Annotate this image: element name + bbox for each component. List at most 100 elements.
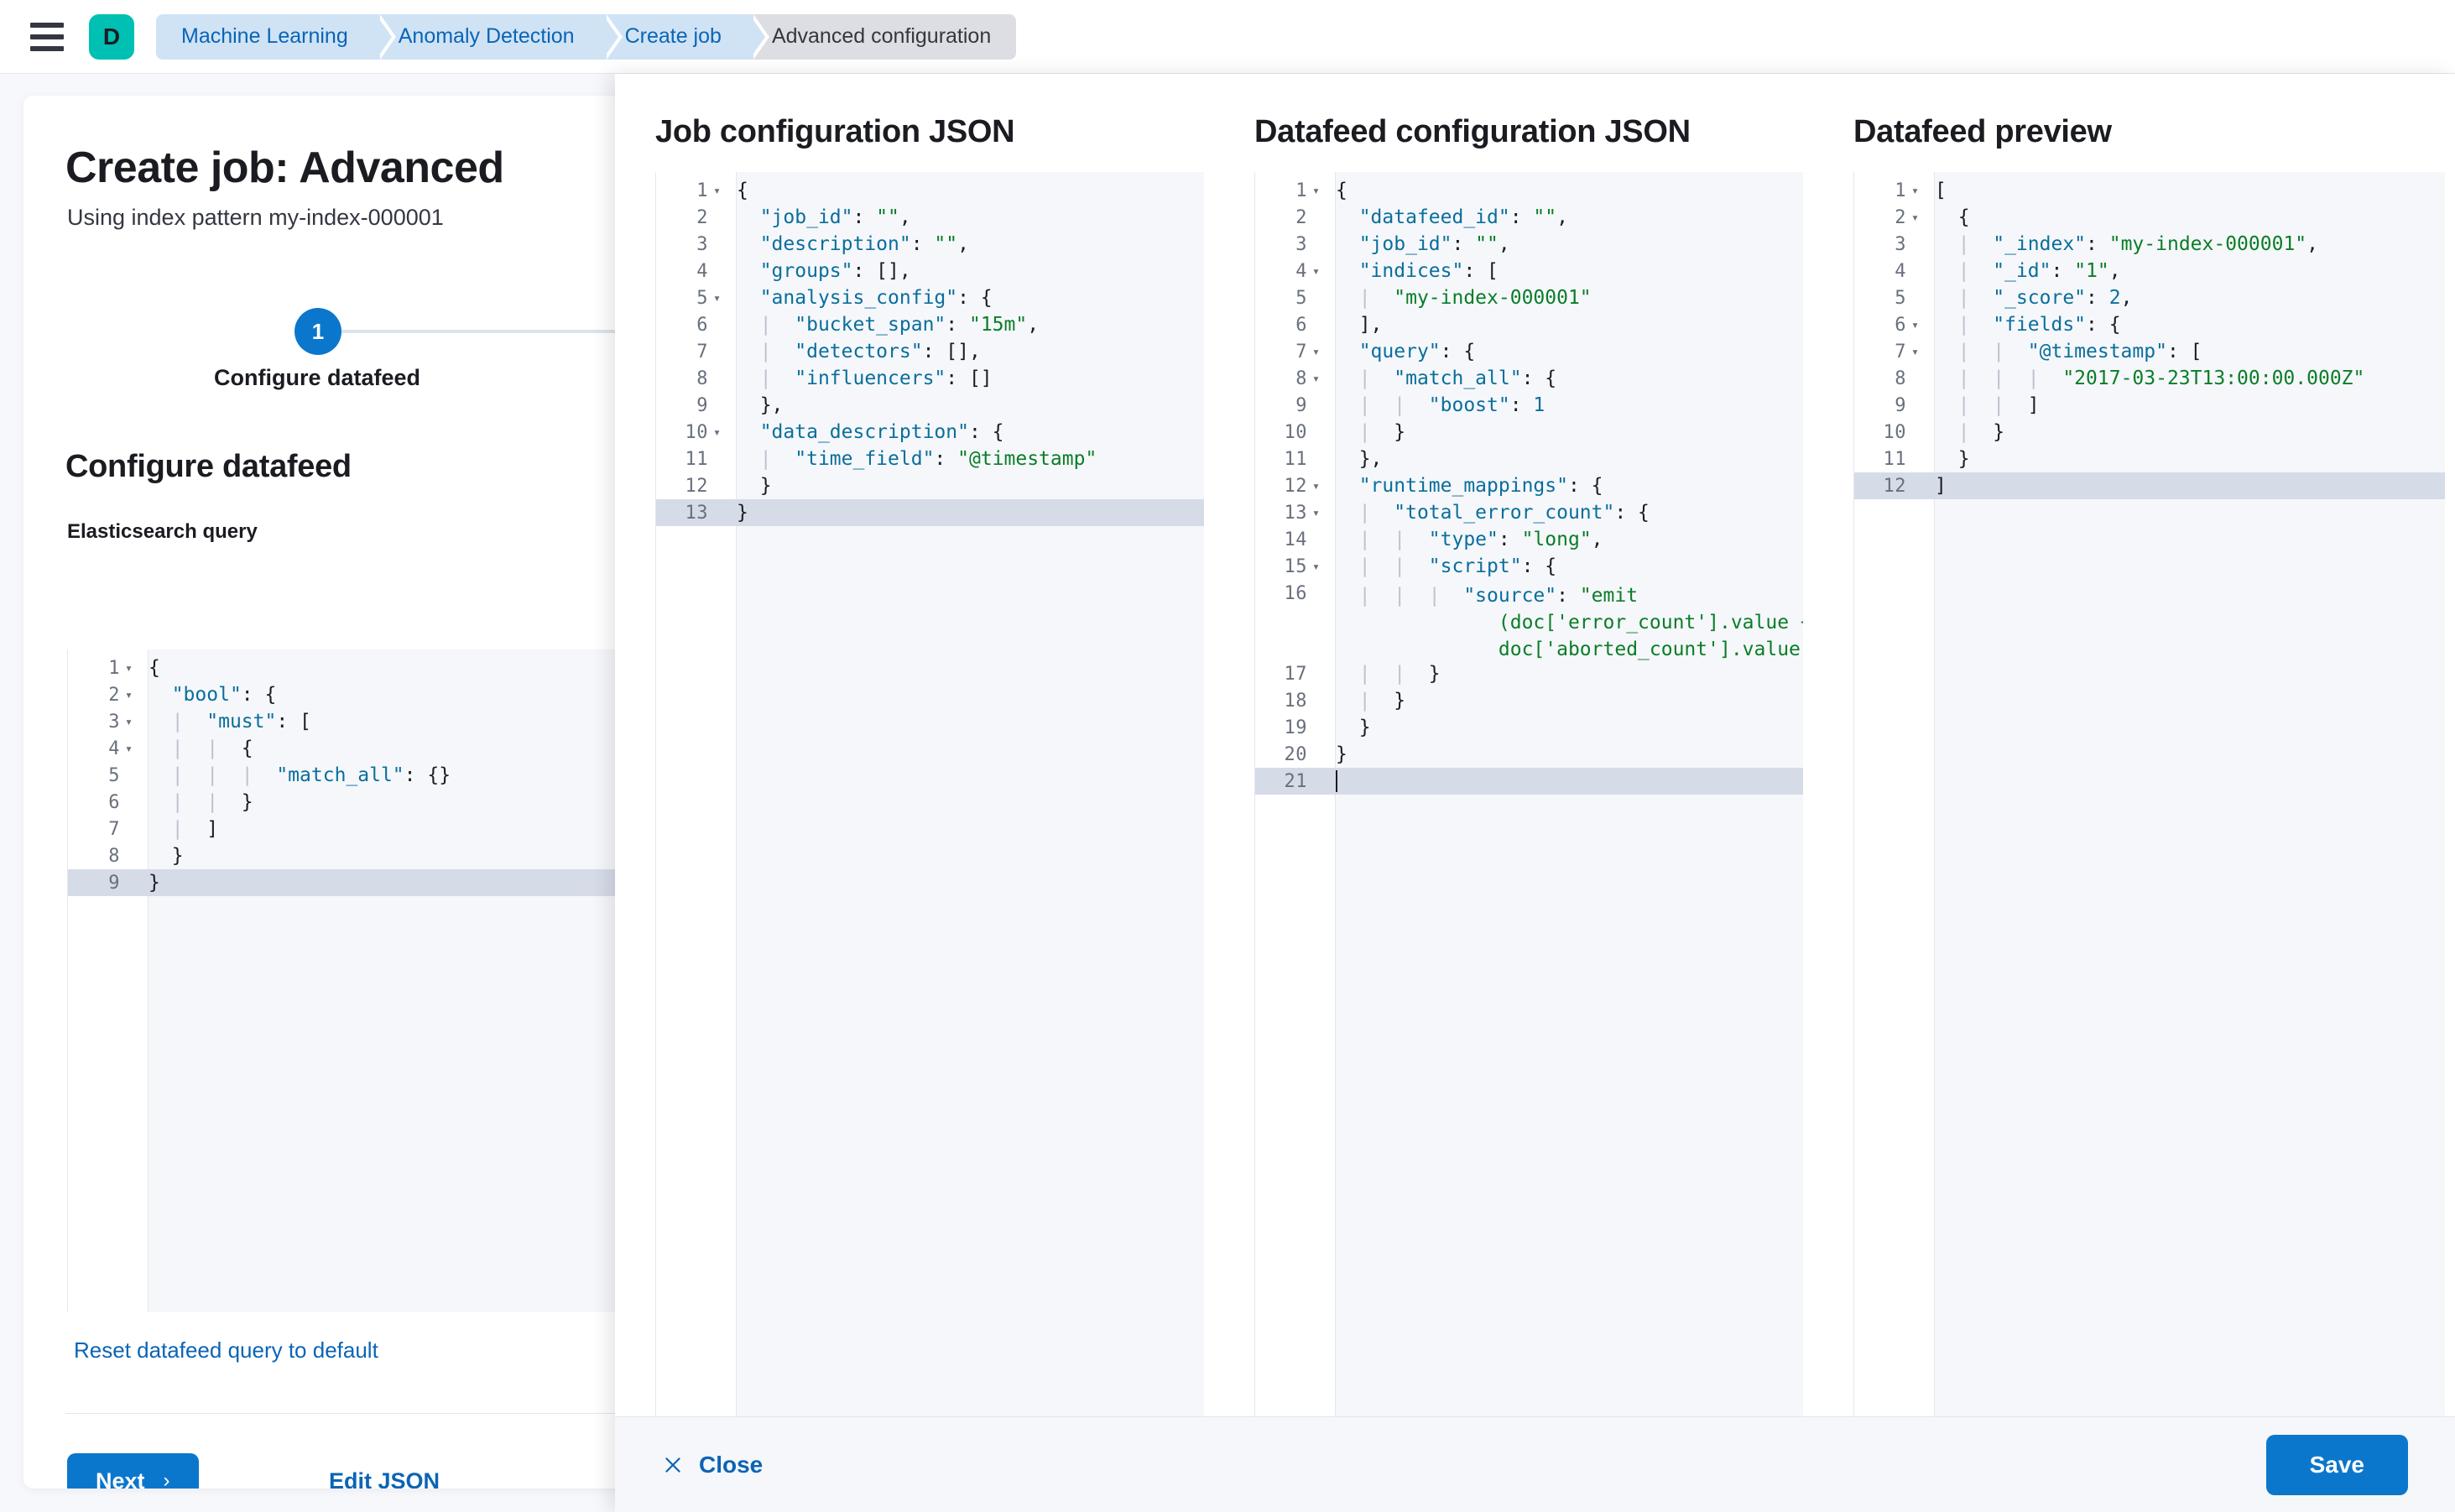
breadcrumb-item-anomaly-detection[interactable]: Anomaly Detection [377, 14, 603, 60]
code-text: "query": { [1336, 341, 1475, 362]
code-text: | | "@timestamp": [ [1935, 341, 2202, 362]
code-line: 16 | | | "source": "emit (doc['error_cou… [1255, 580, 1803, 660]
code-text: } [1336, 743, 1347, 765]
line-number: 6 [656, 315, 708, 336]
code-line: 4 | "_id": "1", [1854, 258, 2445, 284]
code-text: | "fields": { [1935, 314, 2121, 336]
code-line: 12▾ "runtime_mappings": { [1255, 472, 1803, 499]
code-line: 19 } [1255, 714, 1803, 741]
next-button[interactable]: Next › [67, 1453, 199, 1489]
save-button[interactable]: Save [2266, 1435, 2408, 1495]
line-number: 17 [1255, 664, 1307, 685]
line-number: 5 [656, 288, 708, 309]
fold-arrow-icon[interactable]: ▾ [1307, 505, 1336, 520]
code-line: 9 | | ] [1854, 392, 2445, 419]
code-line: 17 | | } [1255, 660, 1803, 687]
fold-arrow-icon[interactable]: ▾ [1307, 478, 1336, 493]
fold-arrow-icon[interactable]: ▾ [708, 290, 737, 305]
line-number: 2 [656, 207, 708, 228]
line-number: 12 [1854, 476, 1906, 497]
code-text: { [737, 180, 748, 201]
line-number: 4 [656, 261, 708, 282]
code-line: 4▾ "indices": [ [1255, 258, 1803, 284]
line-number: 13 [1255, 503, 1307, 524]
line-number: 8 [68, 846, 120, 867]
code-text: }, [1336, 448, 1382, 470]
fold-arrow-icon[interactable]: ▾ [1307, 371, 1336, 386]
fold-arrow-icon[interactable]: ▾ [1307, 559, 1336, 574]
job-configuration-column: Job configuration JSON 1▾{2 "job_id": ""… [615, 104, 1214, 1416]
hamburger-menu-icon[interactable] [30, 23, 64, 51]
fold-arrow-icon[interactable]: ▾ [1307, 183, 1336, 198]
line-number: 9 [1854, 395, 1906, 416]
breadcrumb: Machine LearningAnomaly DetectionCreate … [156, 14, 1016, 60]
close-button[interactable]: Close [662, 1452, 763, 1478]
code-text: } [737, 475, 772, 497]
line-number: 11 [1255, 449, 1307, 470]
chevron-right-icon: › [164, 1469, 170, 1489]
code-text: | "_score": 2, [1935, 287, 2132, 309]
line-number: 4 [1854, 261, 1906, 282]
edit-json-link[interactable]: Edit JSON [329, 1468, 440, 1489]
datafeed-configuration-title: Datafeed configuration JSON [1254, 114, 1803, 150]
job-configuration-title: Job configuration JSON [655, 114, 1204, 150]
fold-arrow-icon[interactable]: ▾ [708, 425, 737, 440]
fold-arrow-icon[interactable]: ▾ [1906, 210, 1935, 225]
code-text: | | | "match_all": {} [149, 764, 451, 786]
editor-rows: 1▾{2 "job_id": "",3 "description": "",4 … [656, 172, 1204, 526]
space-avatar[interactable]: D [89, 14, 134, 60]
code-line: 20} [1255, 741, 1803, 768]
line-number: 2 [1854, 207, 1906, 228]
fold-arrow-icon[interactable]: ▾ [1307, 263, 1336, 279]
datafeed-preview-editor[interactable]: 1▾[2▾ {3 | "_index": "my-index-000001",4… [1853, 172, 2445, 1416]
code-line: 5▾ "analysis_config": { [656, 284, 1204, 311]
breadcrumb-item-machine-learning[interactable]: Machine Learning [156, 14, 377, 60]
code-line: 10▾ "data_description": { [656, 419, 1204, 446]
line-number: 12 [656, 476, 708, 497]
code-line: 11 | "time_field": "@timestamp" [656, 446, 1204, 472]
step-number-badge[interactable]: 1 [294, 308, 341, 355]
reset-datafeed-query-link[interactable]: Reset datafeed query to default [74, 1337, 378, 1363]
line-number: 15 [1255, 556, 1307, 577]
line-number: 8 [1854, 368, 1906, 389]
fold-arrow-icon[interactable]: ▾ [120, 687, 149, 702]
code-line: 2▾ { [1854, 204, 2445, 231]
line-number: 14 [1255, 529, 1307, 550]
code-line: 3 | "_index": "my-index-000001", [1854, 231, 2445, 258]
fold-arrow-icon[interactable]: ▾ [120, 660, 149, 675]
code-text: { [1336, 180, 1347, 201]
line-number: 1 [1854, 180, 1906, 201]
step-label: Configure datafeed [23, 365, 611, 391]
job-configuration-editor[interactable]: 1▾{2 "job_id": "",3 "description": "",4 … [655, 172, 1204, 1416]
line-number: 10 [656, 422, 708, 443]
fold-arrow-icon[interactable]: ▾ [708, 183, 737, 198]
code-text: } [737, 502, 748, 524]
code-text: "groups": [], [737, 260, 911, 282]
datafeed-configuration-column: Datafeed configuration JSON 1▾{2 "datafe… [1214, 104, 1813, 1416]
fold-arrow-icon[interactable]: ▾ [1906, 317, 1935, 332]
code-line: 3 "job_id": "", [1255, 231, 1803, 258]
hamburger-bar [30, 46, 64, 51]
fold-arrow-icon[interactable]: ▾ [120, 741, 149, 756]
code-text: | } [1336, 421, 1405, 443]
line-number: 3 [1255, 234, 1307, 255]
datafeed-configuration-editor[interactable]: 1▾{2 "datafeed_id": "",3 "job_id": "",4▾… [1254, 172, 1803, 1416]
fold-arrow-icon[interactable]: ▾ [1307, 344, 1336, 359]
fold-arrow-icon[interactable]: ▾ [120, 714, 149, 729]
code-line: 7▾ "query": { [1255, 338, 1803, 365]
fold-arrow-icon[interactable]: ▾ [1906, 344, 1935, 359]
line-number: 12 [1255, 476, 1307, 497]
code-line: 14 | | "type": "long", [1255, 526, 1803, 553]
line-number: 1 [1255, 180, 1307, 201]
fold-arrow-icon[interactable]: ▾ [1906, 183, 1935, 198]
code-text: ], [1336, 314, 1382, 336]
code-line: 21 [1255, 768, 1803, 795]
line-number: 19 [1255, 717, 1307, 738]
code-text [1336, 770, 1337, 792]
line-number: 10 [1854, 422, 1906, 443]
breadcrumb-item-create-job[interactable]: Create job [603, 14, 750, 60]
editor-rows: 1▾{2 "datafeed_id": "",3 "job_id": "",4▾… [1255, 172, 1803, 795]
line-number: 16 [1255, 580, 1307, 604]
line-number: 8 [1255, 368, 1307, 389]
line-number: 5 [1854, 288, 1906, 309]
